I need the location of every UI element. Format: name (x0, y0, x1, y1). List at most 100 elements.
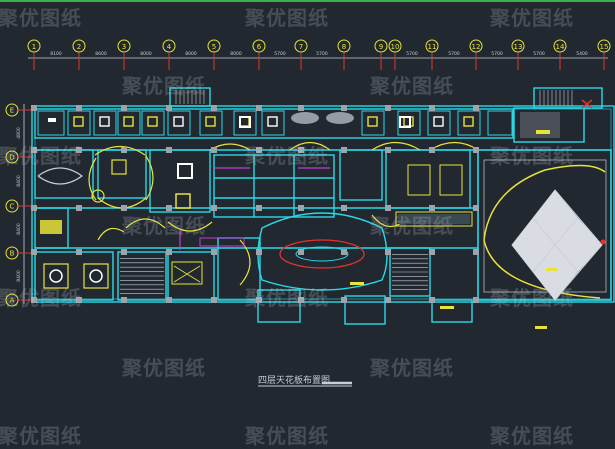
stair-top-left (169, 87, 211, 107)
square-fixture (43, 263, 69, 289)
hall-inner (483, 159, 607, 293)
grid-column-label: 11 (428, 43, 437, 51)
stair-room (389, 247, 431, 297)
dimension-label: 8400 (16, 270, 22, 282)
room (34, 149, 94, 199)
arc (167, 221, 213, 232)
dimension-label: 5400 (576, 51, 588, 57)
bay-cell (233, 110, 257, 136)
column-post (166, 105, 172, 111)
column-post (256, 105, 262, 111)
room-block (213, 154, 335, 218)
fixture-panel (40, 220, 62, 234)
bay-fixture (463, 116, 474, 127)
grid-column-label: 4 (167, 43, 172, 51)
lens-fixture (37, 167, 84, 185)
north-bay-band (34, 108, 514, 139)
dimension-label: 8600 (95, 51, 107, 57)
dimension-label: 8400 (16, 175, 22, 187)
arc (97, 227, 125, 241)
bay-cell (93, 110, 117, 136)
room (167, 251, 215, 301)
grid-column-label: 8 (342, 43, 346, 51)
column-post (385, 297, 391, 303)
column-post (166, 205, 172, 211)
column-post (256, 249, 262, 255)
column-post (429, 105, 435, 111)
grid-row-label: C (10, 203, 15, 211)
bay-cell (141, 110, 165, 136)
grid-column-label: 14 (556, 43, 565, 51)
bay-fixture (367, 116, 378, 127)
bay-fixture (267, 116, 278, 127)
round-fixture (89, 269, 103, 283)
accent-elements (40, 99, 593, 329)
column-post (341, 147, 347, 153)
grid-bubble (425, 39, 439, 53)
dimension-label: 8000 (230, 51, 242, 57)
column-post (121, 297, 127, 303)
diamond-tile (555, 218, 602, 272)
column-post (298, 249, 304, 255)
column-post (31, 249, 37, 255)
grid-bubble (294, 39, 308, 53)
grid-bubble (469, 39, 483, 53)
grid-bubble (162, 39, 176, 53)
bay-cell (167, 110, 191, 136)
arc (94, 145, 146, 156)
column-post (341, 205, 347, 211)
column-post (211, 147, 217, 153)
column-post (121, 249, 127, 255)
grid-bubble (388, 39, 402, 53)
square-fixture (399, 116, 411, 128)
arc (125, 218, 166, 229)
diamond-tile (533, 245, 578, 300)
column-post (76, 297, 82, 303)
column-post (341, 249, 347, 255)
grid-column-label: 7 (299, 43, 303, 51)
bay-fixture (205, 116, 216, 127)
reception-counter (395, 211, 473, 227)
stair-run (439, 164, 463, 196)
grid-column-label: 9 (379, 43, 383, 51)
square-fixture (83, 263, 109, 289)
grid-column-label: 10 (391, 43, 400, 51)
column-post (211, 105, 217, 111)
grid-row-label: D (9, 154, 14, 162)
hall-ceiling-arc (483, 239, 601, 299)
grid-column-label: 5 (212, 43, 216, 51)
oval-inner-ring (279, 239, 365, 269)
column-post (31, 147, 37, 153)
grid-bubble (337, 39, 351, 53)
grid-column-label: 1 (32, 43, 36, 51)
grid-column-label: 15 (600, 43, 609, 51)
bay-fixture (147, 116, 158, 127)
grid-bubble (511, 39, 525, 53)
magenta-partition (199, 237, 245, 247)
red-symbol (581, 99, 593, 109)
room (257, 289, 301, 323)
column-post (298, 105, 304, 111)
column-post (166, 249, 172, 255)
square-fixture (239, 116, 251, 128)
red-marker (600, 239, 606, 245)
column-post (473, 105, 479, 111)
column-post (211, 205, 217, 211)
bay-cell (37, 110, 65, 136)
column-post (473, 147, 479, 153)
drawing-title: 四层天花板布置图 (258, 374, 330, 386)
arc (88, 157, 97, 201)
fixture-box (171, 261, 203, 285)
column-post (473, 205, 479, 211)
fixture-bar (546, 268, 558, 271)
stair-treads (120, 90, 573, 294)
bay-cell (457, 110, 481, 136)
bay-cell (261, 110, 285, 136)
hall-ceiling-arc (483, 164, 606, 241)
fixture-cross (173, 265, 201, 283)
oval-ceiling (257, 212, 388, 291)
grid-bubble (374, 39, 388, 53)
oval-fixture (326, 112, 354, 124)
grid-bubble (117, 39, 131, 53)
